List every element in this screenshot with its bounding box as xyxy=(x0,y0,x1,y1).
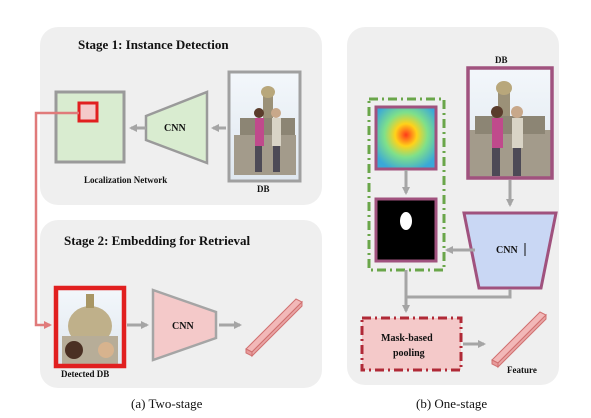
cnn-stage2 xyxy=(151,288,218,362)
caption-two-stage: (a) Two-stage xyxy=(131,396,203,411)
mask-pooling-box xyxy=(360,316,463,372)
mask-pooling-line2: pooling xyxy=(393,348,425,359)
db-label-one-stage: DB xyxy=(495,55,508,65)
db-photo-stage1 xyxy=(227,70,302,183)
feature-bar-icon xyxy=(245,298,303,358)
mask-image xyxy=(374,197,438,263)
arrow-cnn3-to-pooling xyxy=(406,289,512,299)
db-photo-one-stage xyxy=(466,66,554,180)
detected-region-marker xyxy=(77,101,99,123)
detected-db-photo xyxy=(53,285,127,369)
arrow-loc-to-detected xyxy=(34,111,79,329)
feature-label: Feature xyxy=(507,365,537,375)
stage2-title: Stage 2: Embedding for Retrieval xyxy=(64,233,250,248)
cnn-stage1 xyxy=(144,90,209,165)
heatmap-image xyxy=(374,105,438,171)
stage1-title: Stage 1: Instance Detection xyxy=(78,37,229,52)
attention-group xyxy=(367,97,446,272)
feature-bar-icon-one-stage xyxy=(491,311,547,369)
db-label-stage1: DB xyxy=(257,184,270,194)
detected-db-label: Detected DB xyxy=(61,369,109,379)
localization-label: Localization Network xyxy=(84,175,167,185)
cnn-one-stage xyxy=(462,211,558,290)
cnn-stage2-label: CNN xyxy=(172,321,194,332)
caption-one-stage: (b) One-stage xyxy=(416,396,487,411)
cnn-one-stage-label: CNN xyxy=(496,245,518,256)
mask-pooling-line1: Mask-based xyxy=(381,333,433,344)
cnn-stage1-label: CNN xyxy=(164,123,186,134)
